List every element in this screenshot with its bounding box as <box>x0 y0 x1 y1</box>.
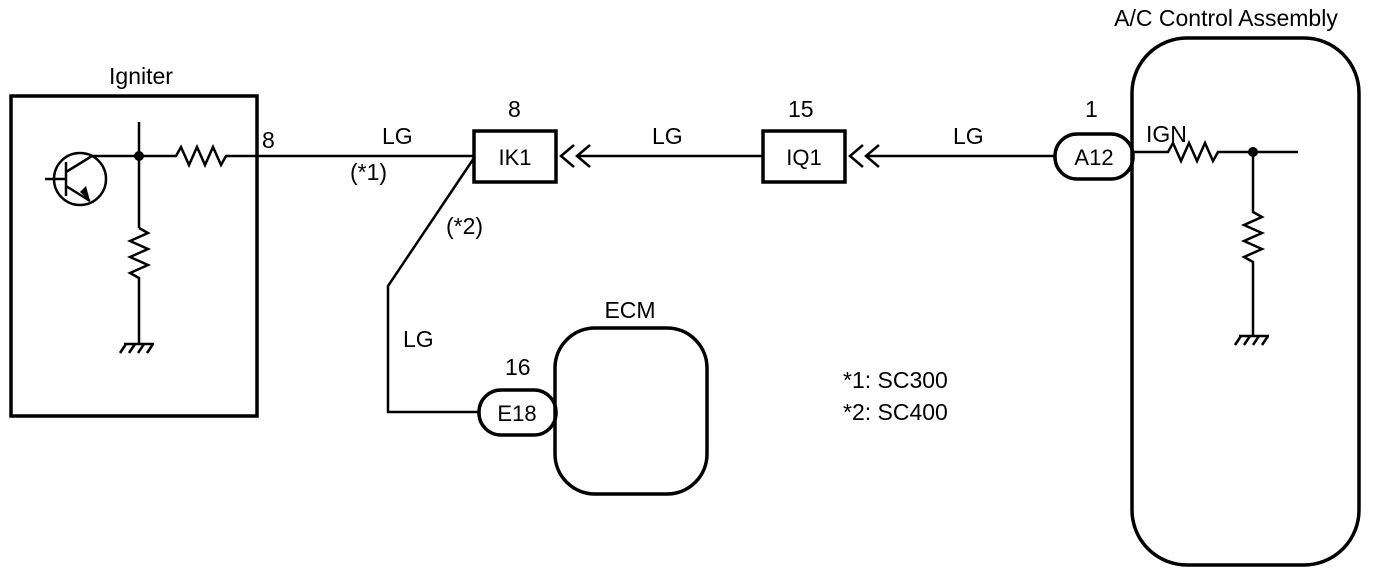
igniter-component: Igniter 8 <box>9 63 275 418</box>
wire-color-label: LG <box>382 123 413 149</box>
connector-a12-pin: 1 <box>1085 96 1098 122</box>
ac-control-title: A/C Control Assembly <box>1114 5 1338 31</box>
wire-ik1-ecm <box>386 157 480 414</box>
connector-e18-label: E18 <box>497 401 536 426</box>
connector-ik1: IK1 8 <box>472 96 591 184</box>
ac-control-assembly: A/C Control Assembly A12 1 IGN <box>1053 5 1361 567</box>
ac-control-box <box>1130 36 1361 567</box>
wire-color-label: LG <box>403 326 434 352</box>
ecm-title: ECM <box>604 297 655 323</box>
wire-color-label: LG <box>953 123 984 149</box>
igniter-title: Igniter <box>109 63 173 89</box>
ecm-box <box>553 326 709 496</box>
footnote-sc300: *1: SC300 <box>843 367 948 393</box>
ac-series-resistor <box>1133 139 1298 165</box>
connector-ik1-box <box>472 129 558 184</box>
connector-a12-label: A12 <box>1074 145 1113 170</box>
connector-iq1-pin: 15 <box>788 96 814 122</box>
ac-ground-icon <box>1233 322 1270 346</box>
transistor-symbol <box>45 151 139 207</box>
igniter-shunt-resistor <box>126 226 152 330</box>
connector-e18-pin: 16 <box>505 354 531 380</box>
igniter-series-resistor <box>139 143 257 169</box>
igniter-box <box>9 94 259 418</box>
footnote-sc400: *2: SC400 <box>843 399 948 425</box>
connector-iq1: IQ1 15 <box>761 96 880 184</box>
chevron-left-icon <box>848 144 864 168</box>
connector-ik1-label: IK1 <box>498 145 531 170</box>
connector-e18 <box>477 388 558 437</box>
igniter-pin: 8 <box>262 127 275 153</box>
ac-shunt-resistor <box>1240 152 1266 322</box>
wire-note-sc400: (*2) <box>446 213 483 239</box>
igniter-ground-icon <box>118 330 155 354</box>
connector-ik1-pin: 8 <box>508 96 521 122</box>
wire-color-label: LG <box>652 123 683 149</box>
connector-a12 <box>1053 132 1135 181</box>
wire-note-sc300: (*1) <box>350 159 387 185</box>
connector-iq1-box <box>761 129 847 184</box>
ac-signal-ign: IGN <box>1146 121 1187 147</box>
connector-iq1-label: IQ1 <box>786 145 821 170</box>
chevron-left-icon <box>559 144 575 168</box>
ecm-component: ECM E18 16 <box>477 297 709 496</box>
